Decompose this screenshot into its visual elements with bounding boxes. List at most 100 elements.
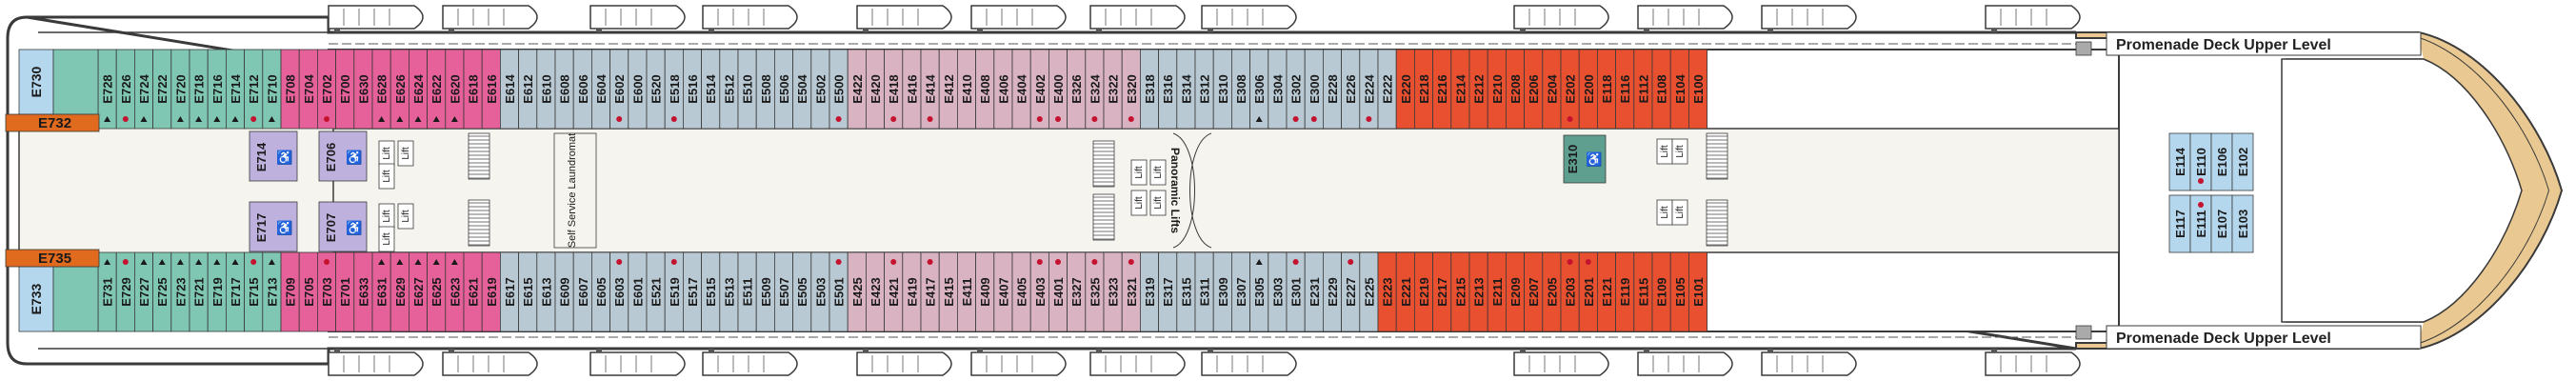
cabin-E701: E701 — [335, 251, 355, 332]
cabin-E729: E729 — [115, 251, 135, 332]
cabin-E304: E304 — [1268, 49, 1288, 130]
cabin-label: E509 — [759, 277, 773, 306]
cabin-label: E110 — [2194, 148, 2208, 176]
cabin-E222: E222 — [1377, 49, 1397, 130]
connecting-dot-icon — [1091, 259, 1098, 265]
cabin-E105: E105 — [1669, 251, 1689, 332]
cabin-label: E327 — [1069, 277, 1084, 306]
lifeboat-top-10 — [1761, 5, 1857, 30]
cabin-E605: E605 — [591, 251, 611, 332]
cabin-E221: E221 — [1395, 251, 1415, 332]
connecting-dot-icon — [1366, 116, 1372, 122]
cabin-E114: E114 — [2168, 132, 2191, 191]
cabin-label: E703 — [320, 277, 334, 306]
cabin-E631: E631 — [371, 251, 391, 332]
bed-triangle-icon — [158, 259, 166, 265]
cabin-label: E714 — [254, 142, 269, 171]
lift-3: Lift — [378, 203, 395, 230]
cabin-label: E515 — [704, 277, 718, 306]
cabin-E419: E419 — [902, 251, 922, 332]
cabin-label: E717 — [254, 213, 269, 242]
cabin-label: E608 — [558, 74, 572, 103]
bed-triangle-icon — [378, 116, 386, 122]
cabin-E502: E502 — [810, 49, 830, 130]
cabin-E714: E714♿ — [249, 130, 298, 182]
cabin-E507: E507 — [774, 251, 794, 332]
cabin-E726: E726 — [115, 49, 135, 130]
cabin-E604: E604 — [591, 49, 611, 130]
cabin-label: E104 — [1673, 74, 1687, 104]
bed-triangle-icon — [432, 259, 440, 265]
cabin-E720: E720 — [170, 49, 190, 130]
cabin-E118: E118 — [1597, 49, 1617, 130]
wheelchair-icon: ♿ — [346, 150, 362, 166]
cabin-label: E614 — [503, 74, 517, 104]
lift-2: Lift — [378, 163, 395, 190]
lifeboat-bottom-8 — [1513, 351, 1609, 376]
cabin-label: E119 — [1618, 278, 1632, 307]
cabin-E326: E326 — [1067, 49, 1087, 130]
cabin-label: E722 — [155, 74, 170, 103]
cabin-E615: E615 — [518, 251, 538, 332]
cabin-label: E322 — [1107, 74, 1121, 103]
cabin-label: E203 — [1564, 277, 1578, 306]
bed-triangle-icon — [231, 259, 239, 265]
cabin-label: E730 — [29, 66, 44, 97]
cabin-label: E202 — [1564, 74, 1578, 103]
lift-0: Lift — [378, 140, 395, 167]
cabin-E213: E213 — [1468, 251, 1488, 332]
cabin-E101: E101 — [1688, 251, 1708, 332]
stair-box — [468, 132, 490, 180]
cabin-label: E309 — [1216, 277, 1230, 306]
cabin-label: E613 — [539, 277, 553, 306]
cabin-E714: E714 — [225, 49, 245, 130]
cabin-label: E311 — [1198, 278, 1212, 307]
cabin-label: E421 — [887, 277, 901, 306]
wheelchair-icon: ♿ — [346, 220, 362, 236]
cabin-label: E631 — [375, 277, 389, 306]
cabin-E322: E322 — [1103, 49, 1123, 130]
cabin-label: E506 — [777, 74, 791, 103]
davit-top — [1991, 29, 1997, 32]
cabin-label: E310 — [1216, 74, 1230, 103]
cabin-label: E731 — [101, 277, 115, 306]
cabin-label: E114 — [2173, 147, 2187, 175]
cabin-label: E228 — [1326, 74, 1340, 103]
cabin-E516: E516 — [683, 49, 703, 130]
cabin-E415: E415 — [938, 251, 958, 332]
bed-triangle-icon — [213, 259, 221, 265]
cabin-label: E314 — [1179, 74, 1193, 104]
lifeboat-hull — [1513, 351, 1609, 376]
cabin-E404: E404 — [1011, 49, 1031, 130]
cabin-E719: E719 — [207, 251, 227, 332]
cabin-label: E621 — [467, 277, 481, 306]
cabin-label: E215 — [1453, 277, 1468, 306]
cabin-E210: E210 — [1487, 49, 1507, 130]
cabin-label: E712 — [247, 74, 261, 103]
davit-bottom — [1208, 349, 1213, 352]
cabin-label: E607 — [576, 277, 590, 306]
cabin-label: E312 — [1198, 74, 1212, 103]
cabin-label: E414 — [924, 74, 938, 104]
aft-teal-block-bottom — [52, 266, 99, 332]
cabin-E627: E627 — [408, 251, 428, 332]
cabin-label: E623 — [448, 277, 462, 306]
stairs-fwd-bottom — [1706, 199, 1728, 247]
cabin-E316: E316 — [1158, 49, 1178, 130]
cabin-label: E728 — [101, 74, 115, 103]
cabin-label: E514 — [704, 74, 718, 104]
cabin-E400: E400 — [1048, 49, 1068, 130]
lift-4: Lift — [397, 203, 414, 230]
cabin-label: E324 — [1088, 74, 1102, 104]
lift-label: Lift — [1660, 206, 1670, 219]
lifeboat-hull — [1201, 351, 1297, 376]
connecting-dot-icon — [1036, 116, 1043, 122]
cabin-E706: E706♿ — [318, 130, 368, 182]
cabin-label: E303 — [1270, 277, 1285, 306]
bed-triangle-icon — [176, 116, 184, 122]
lift-label: Lift — [1153, 196, 1164, 210]
cabin-E715: E715 — [244, 251, 264, 332]
cabin-label: E211 — [1490, 278, 1505, 307]
bollard-top — [2075, 41, 2092, 56]
cabin-E704: E704 — [298, 49, 318, 130]
